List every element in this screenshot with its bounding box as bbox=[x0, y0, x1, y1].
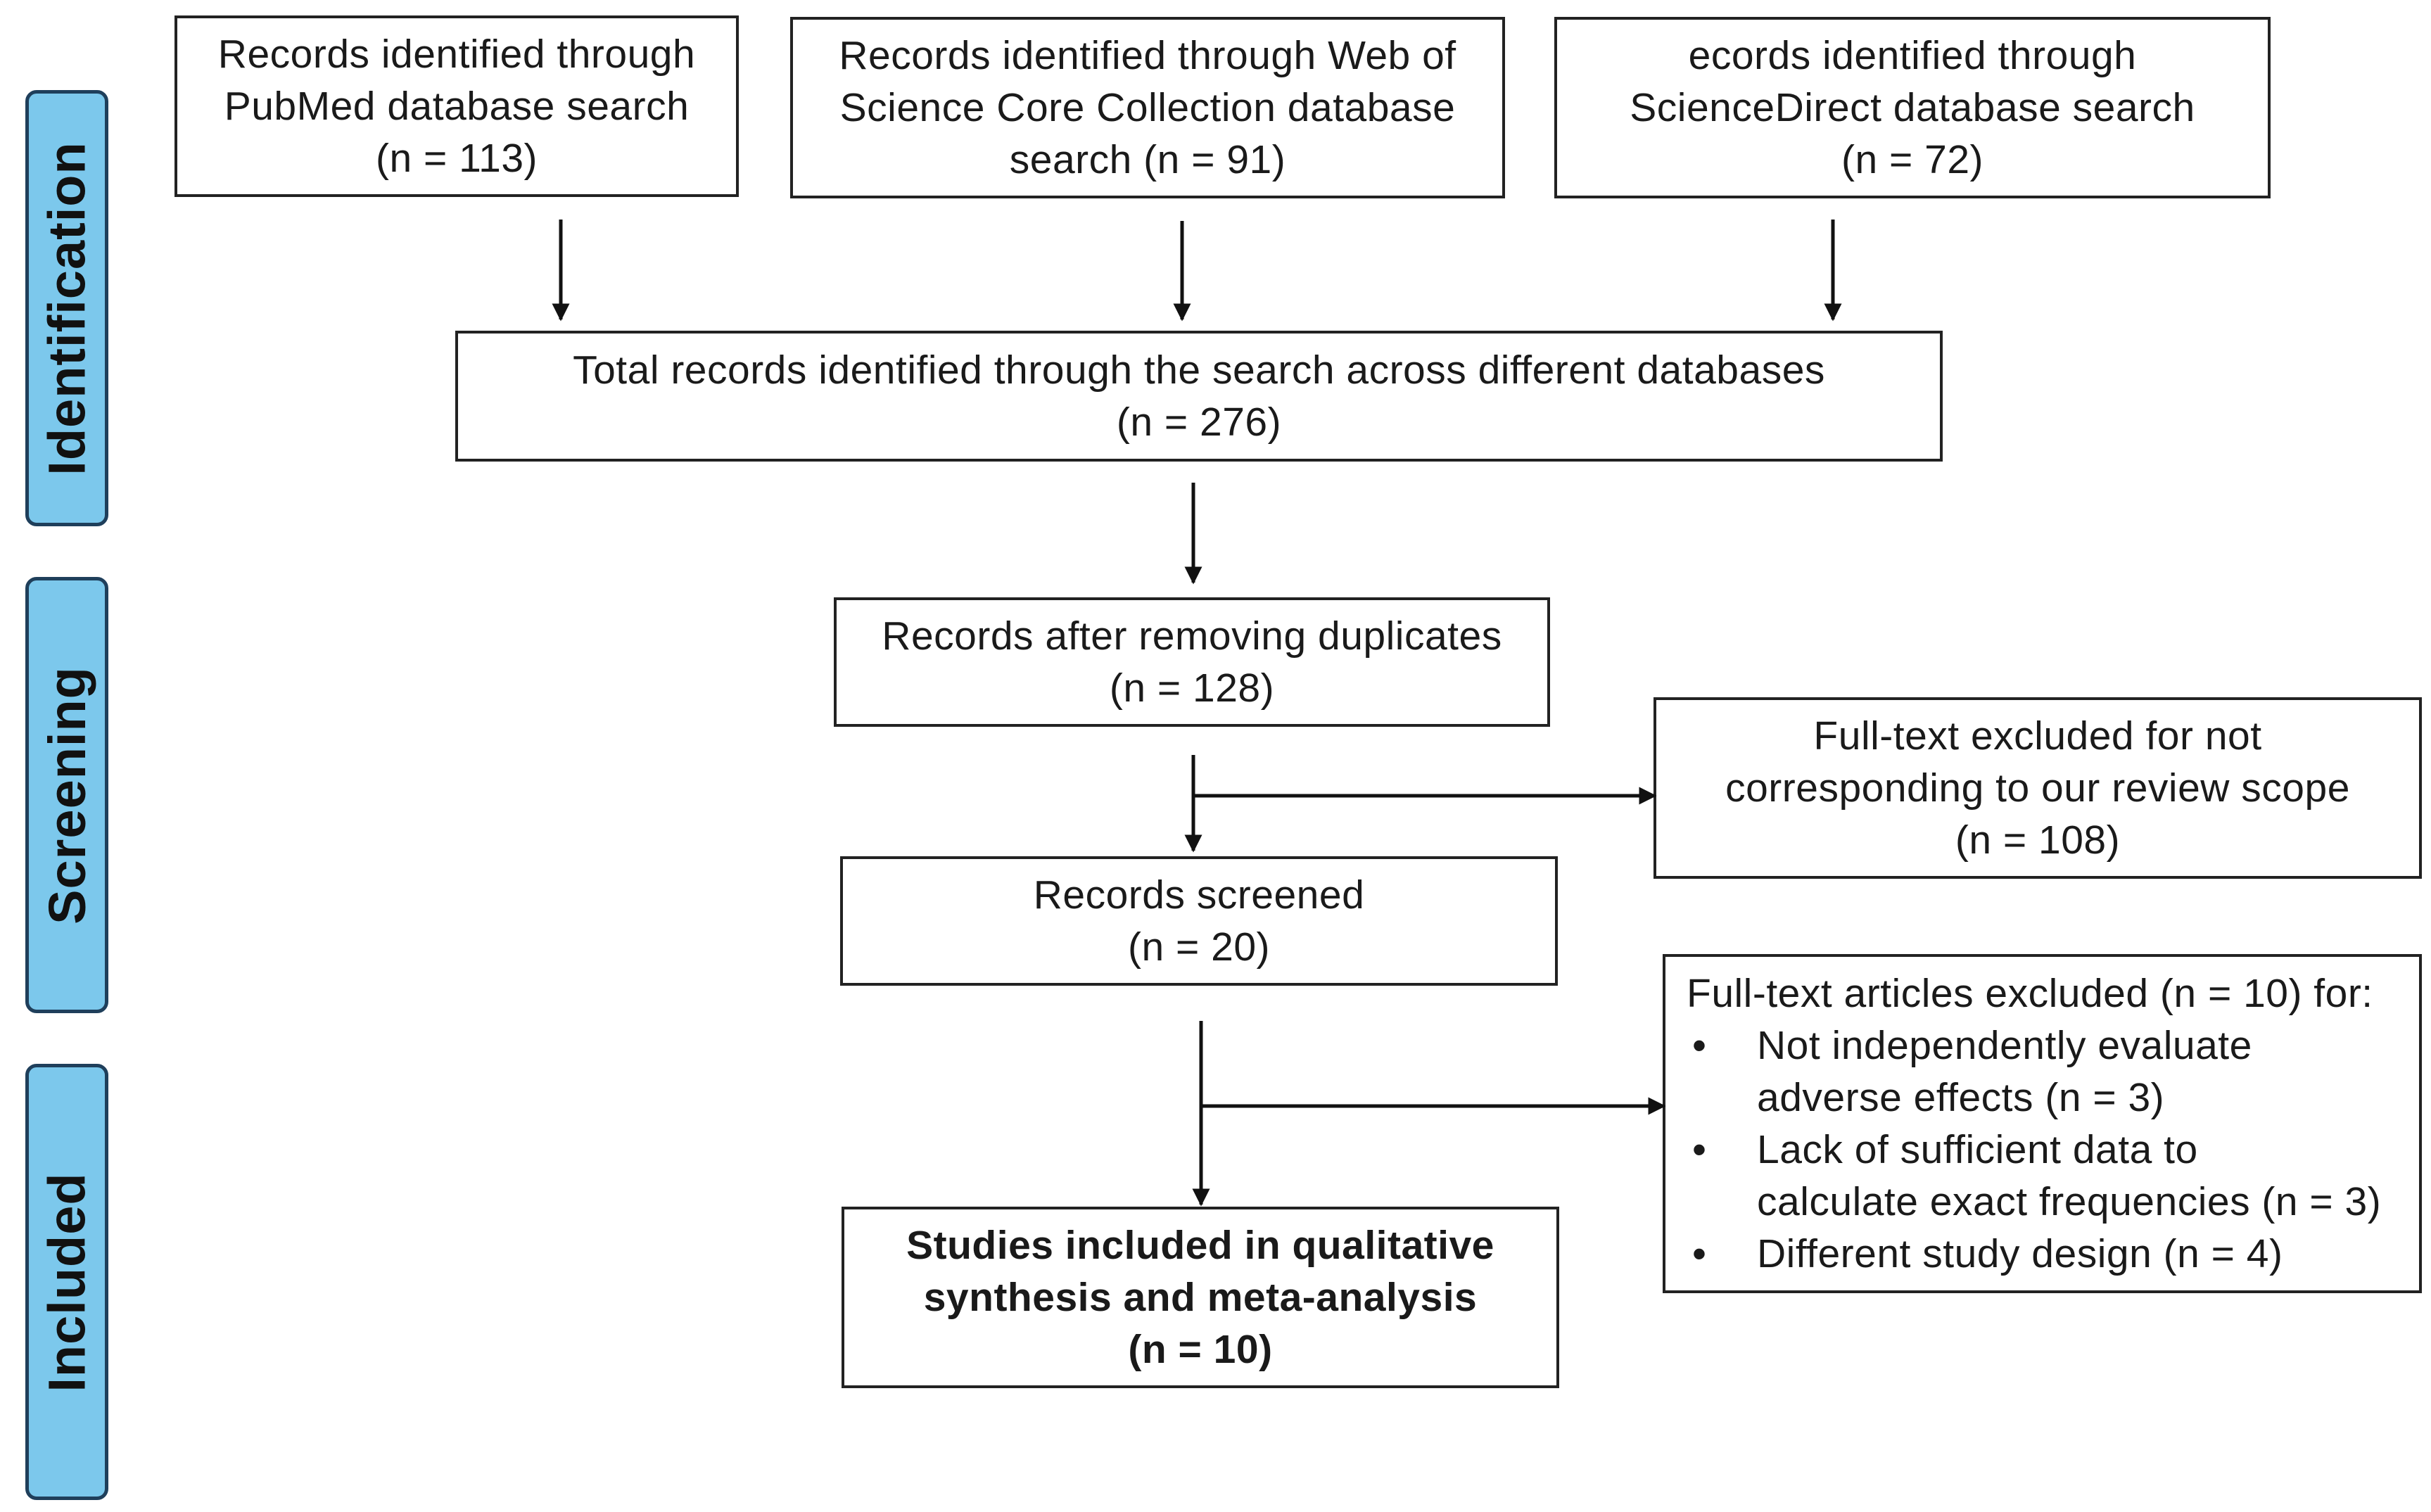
wos-line-3: search (n = 91) bbox=[1009, 137, 1286, 182]
reason-3-line-1: Different study design (n = 4) bbox=[1757, 1231, 2283, 1276]
sciencedirect-line-2: ScienceDirect database search bbox=[1630, 85, 2195, 130]
sciencedirect-line-3: (n = 72) bbox=[1841, 137, 1984, 182]
wos-line-2: Science Core Collection database bbox=[839, 85, 1456, 130]
excluded-scope-line-2: corresponding to our review scope bbox=[1725, 765, 2350, 811]
pubmed-line-3: (n = 113) bbox=[376, 136, 538, 181]
wos-records-box: Records identified through Web of Scienc… bbox=[790, 17, 1505, 198]
screened-records-box: Records screened (n = 20) bbox=[840, 856, 1558, 986]
total-line-1: Total records identified through the sea… bbox=[573, 348, 1825, 393]
excluded-articles-box: Full-text articles excluded (n = 10) for… bbox=[1663, 954, 2422, 1293]
included-line-1: Studies included in qualitative bbox=[906, 1223, 1494, 1268]
pubmed-records-box: Records identified through PubMed databa… bbox=[174, 15, 739, 197]
phase-included: Included bbox=[25, 1064, 108, 1500]
pubmed-line-1: Records identified through bbox=[217, 32, 696, 77]
sciencedirect-records-box: ecords identified through ScienceDirect … bbox=[1554, 17, 2271, 198]
excluded-scope-line-3: (n = 108) bbox=[1955, 818, 2121, 863]
total-line-2: (n = 276) bbox=[1116, 400, 1282, 445]
total-records-box: Total records identified through the sea… bbox=[455, 331, 1943, 462]
reason-2-line-2: calculate exact frequencies (n = 3) bbox=[1757, 1179, 2382, 1224]
pubmed-line-2: PubMed database search bbox=[224, 84, 690, 129]
excluded-scope-box: Full-text excluded for not corresponding… bbox=[1654, 697, 2422, 879]
phase-identification: Identification bbox=[25, 90, 108, 526]
reason-1-line-1: Not independently evaluate bbox=[1757, 1023, 2252, 1068]
sciencedirect-line-1: ecords identified through bbox=[1688, 33, 2137, 78]
bullet-2: • bbox=[1692, 1127, 1707, 1172]
reason-1-line-2: adverse effects (n = 3) bbox=[1757, 1075, 2165, 1120]
bullet-1: • bbox=[1692, 1023, 1707, 1068]
reason-2-line-1: Lack of sufficient data to bbox=[1757, 1127, 2198, 1172]
screened-line-2: (n = 20) bbox=[1127, 925, 1271, 970]
excluded-reason-2: • Lack of sufficient data to calculate e… bbox=[1687, 1124, 2381, 1228]
excluded-reason-1: • Not independently evaluate adverse eff… bbox=[1687, 1019, 2381, 1124]
included-line-2: synthesis and meta-analysis bbox=[923, 1275, 1478, 1320]
bullet-3: • bbox=[1692, 1231, 1707, 1276]
included-studies-box: Studies included in qualitative synthesi… bbox=[842, 1207, 1559, 1388]
screened-line-1: Records screened bbox=[1033, 872, 1365, 917]
excluded-reason-3: • Different study design (n = 4) bbox=[1687, 1228, 2381, 1280]
excluded-articles-heading: Full-text articles excluded (n = 10) for… bbox=[1687, 971, 2373, 1016]
wos-line-1: Records identified through Web of bbox=[839, 33, 1456, 78]
dedup-records-box: Records after removing duplicates (n = 1… bbox=[834, 597, 1550, 727]
included-line-3: (n = 10) bbox=[1128, 1327, 1273, 1372]
dedup-line-1: Records after removing duplicates bbox=[882, 614, 1502, 659]
excluded-reasons-list: • Not independently evaluate adverse eff… bbox=[1687, 1019, 2381, 1280]
phase-screening: Screening bbox=[25, 577, 108, 1013]
excluded-scope-line-1: Full-text excluded for not bbox=[1813, 713, 2262, 758]
dedup-line-2: (n = 128) bbox=[1109, 666, 1275, 711]
